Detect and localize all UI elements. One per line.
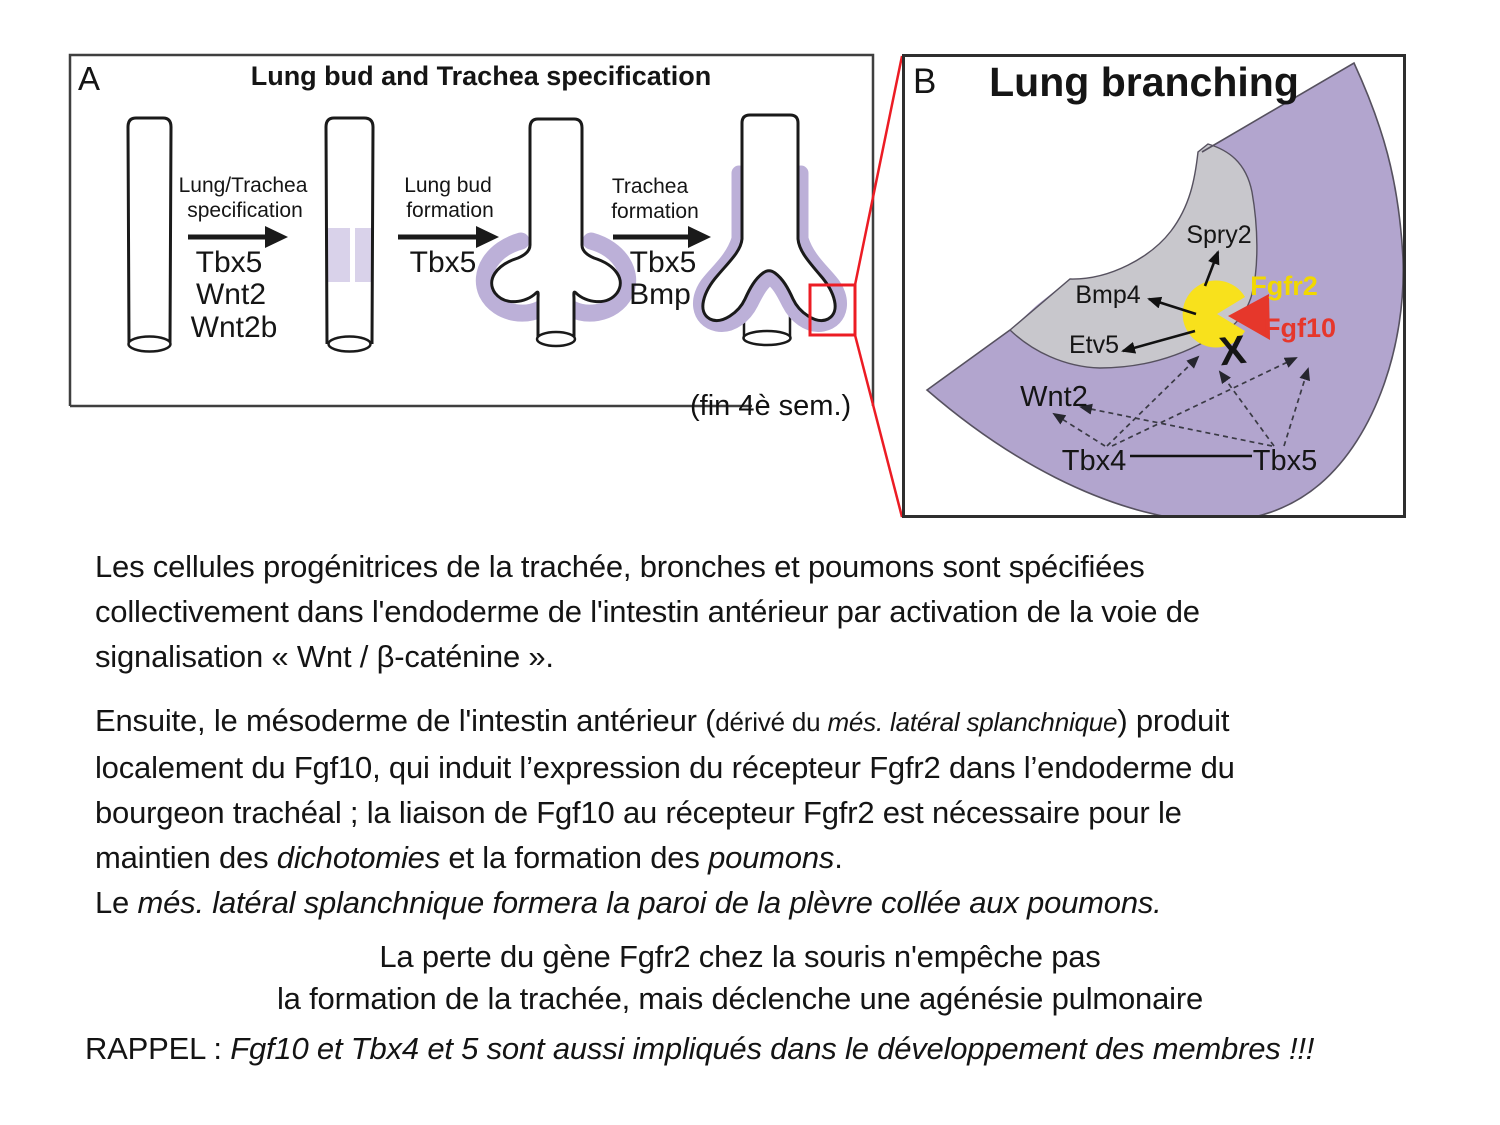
esophagus-opening	[742, 329, 792, 347]
lumen-region	[1008, 149, 1202, 328]
text-line: la formation de la trachée, mais déclenc…	[277, 981, 1203, 1016]
panel-a-caption: (fin 4è sem.)	[690, 390, 852, 422]
step1-gene-tbx5: Tbx5	[196, 246, 263, 279]
label-wnt2: Wnt2	[1020, 381, 1088, 413]
text-line: La perte du gène Fgfr2 chez la souris n'…	[379, 939, 1101, 974]
paragraph-fgfr2-knockout: La perte du gène Fgfr2 chez la souris n'…	[0, 936, 1480, 1020]
step3-gene-bmp: Bmp	[629, 278, 691, 311]
inhibition-x: X	[1217, 328, 1248, 375]
panel-b-border	[902, 54, 1406, 518]
panel-b-title: Lung branching	[989, 59, 1299, 105]
arrow-to-spry2	[1203, 250, 1220, 287]
arrow-to-bmp4	[1147, 296, 1197, 316]
step1-caption-line1: Lung/Trachea	[179, 174, 308, 197]
arrow-tbx5-x	[1218, 370, 1275, 447]
arrow-to-etv5	[1121, 329, 1196, 354]
step3-caption-line1: Trachea	[612, 175, 689, 198]
panel-a-letter: A	[78, 60, 100, 97]
lung-bud-tube-3	[475, 117, 637, 348]
solid-arrows	[1121, 250, 1220, 354]
arrow-tbx4-x	[1106, 355, 1200, 447]
trachea-tube-4	[693, 113, 847, 347]
foregut-tube-1	[126, 116, 173, 353]
panel-a: A Lung bud and Trachea specification Lun…	[68, 53, 875, 408]
label-fgf10: Fgf10	[1264, 313, 1336, 343]
panel-a-title: Lung bud and Trachea specification	[251, 61, 712, 91]
fgf10-ligand-shape	[1228, 294, 1270, 340]
text-line: RAPPEL : Fgf10 et Tbx4 et 5 sont aussi i…	[85, 1031, 1315, 1066]
paragraph-fgf10-fgfr2: Ensuite, le mésoderme de l'intestin anté…	[95, 698, 1235, 925]
step2-arrow	[398, 226, 499, 248]
text-line: maintien des dichotomies et la formation…	[95, 840, 843, 875]
step3-arrow	[613, 226, 711, 248]
text-line: bourgeon trachéal ; la liaison de Fgf10 …	[95, 795, 1182, 830]
text-line: Le més. latéral splanchnique formera la …	[95, 885, 1162, 920]
step2-gene-tbx5: Tbx5	[410, 246, 477, 279]
text-line: collectivement dans l'endoderme de l'int…	[95, 594, 1200, 629]
text-line: localement du Fgf10, qui induit l’expres…	[95, 750, 1235, 785]
mesoderm-outline	[925, 61, 1404, 518]
specification-patch-right	[355, 228, 372, 282]
step1-arrow	[188, 226, 288, 248]
panel-b-letter: B	[913, 62, 936, 101]
zoom-highlight-box	[808, 283, 857, 337]
specification-patch-left	[327, 228, 350, 282]
panel-b: Spry2 Bmp4 Etv5 Fgfr2 Fgf10 X Wnt2 Tbx4 …	[902, 54, 1406, 518]
label-bmp4: Bmp4	[1075, 281, 1140, 309]
step1-caption-line2: specification	[187, 199, 303, 222]
panel-a-figure: A Lung bud and Trachea specification Lun…	[68, 53, 875, 408]
fgfr2-receptor-shape	[1182, 280, 1245, 348]
label-fgfr2: Fgfr2	[1250, 271, 1318, 301]
paragraph-rappel: RAPPEL : Fgf10 et Tbx4 et 5 sont aussi i…	[85, 1026, 1314, 1071]
label-tbx4: Tbx4	[1062, 445, 1126, 477]
paragraph-specification: Les cellules progénitrices de la trachée…	[95, 544, 1200, 679]
text-line: Les cellules progénitrices de la trachée…	[95, 549, 1145, 584]
dashed-arrows	[1052, 355, 1310, 447]
step2-caption-line1: Lung bud	[404, 174, 492, 197]
mesenchyme-sleeve	[693, 165, 847, 332]
arrow-tbx5-fgf10	[1283, 367, 1310, 447]
arrow-tbx4-wnt2	[1052, 412, 1106, 447]
arrow-tbx4-fgf10	[1111, 357, 1298, 447]
panel-b-figure: Spry2 Bmp4 Etv5 Fgfr2 Fgf10 X Wnt2 Tbx4 …	[902, 54, 1406, 518]
text-line: Ensuite, le mésoderme de l'intestin anté…	[95, 703, 1230, 738]
text-line: signalisation « Wnt / β-caténine ».	[95, 639, 554, 674]
foregut-tube-2	[324, 116, 375, 353]
step1-gene-wnt2: Wnt2	[196, 278, 266, 311]
step3-caption-line2: formation	[611, 200, 699, 223]
label-tbx5: Tbx5	[1253, 445, 1317, 477]
step2-caption-line2: formation	[406, 199, 494, 222]
label-spry2: Spry2	[1186, 221, 1251, 249]
step1-gene-wnt2b: Wnt2b	[191, 311, 278, 344]
step3-gene-tbx5: Tbx5	[630, 246, 697, 279]
arrow-tbx5-wnt2	[1079, 403, 1273, 447]
label-etv5: Etv5	[1069, 331, 1119, 359]
